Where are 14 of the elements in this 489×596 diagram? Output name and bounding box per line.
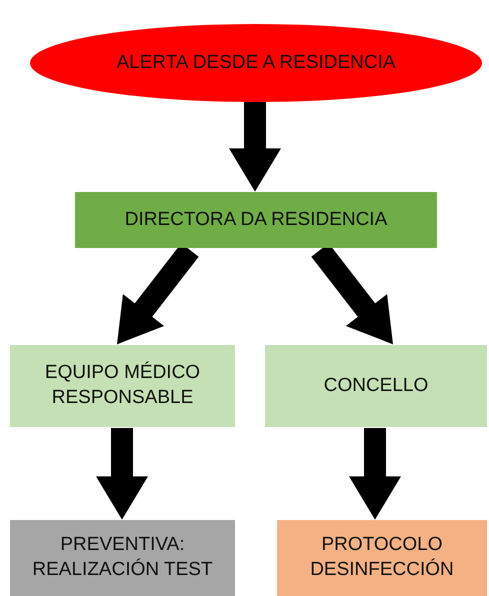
node-label: DIRECTORA DA RESIDENCIA bbox=[124, 208, 388, 232]
process-box bbox=[265, 345, 487, 427]
arrow bbox=[229, 102, 281, 192]
node-label: PREVENTIVA: REALIZACIÓN TEST bbox=[31, 533, 214, 582]
node-label: CONCELLO bbox=[324, 374, 428, 398]
process-box bbox=[10, 345, 235, 427]
process-box bbox=[277, 520, 487, 596]
node-label: EQUIPO MÉDICO RESPONSABLE bbox=[44, 361, 202, 410]
process-box bbox=[10, 520, 235, 596]
process-box bbox=[75, 192, 437, 248]
arrow bbox=[96, 428, 148, 520]
node-label: ALERTA DESDE A RESIDENCIA bbox=[116, 50, 396, 75]
arrow bbox=[349, 428, 401, 520]
node-label: PROTOCOLO DESINFECCIÓN bbox=[309, 533, 455, 582]
